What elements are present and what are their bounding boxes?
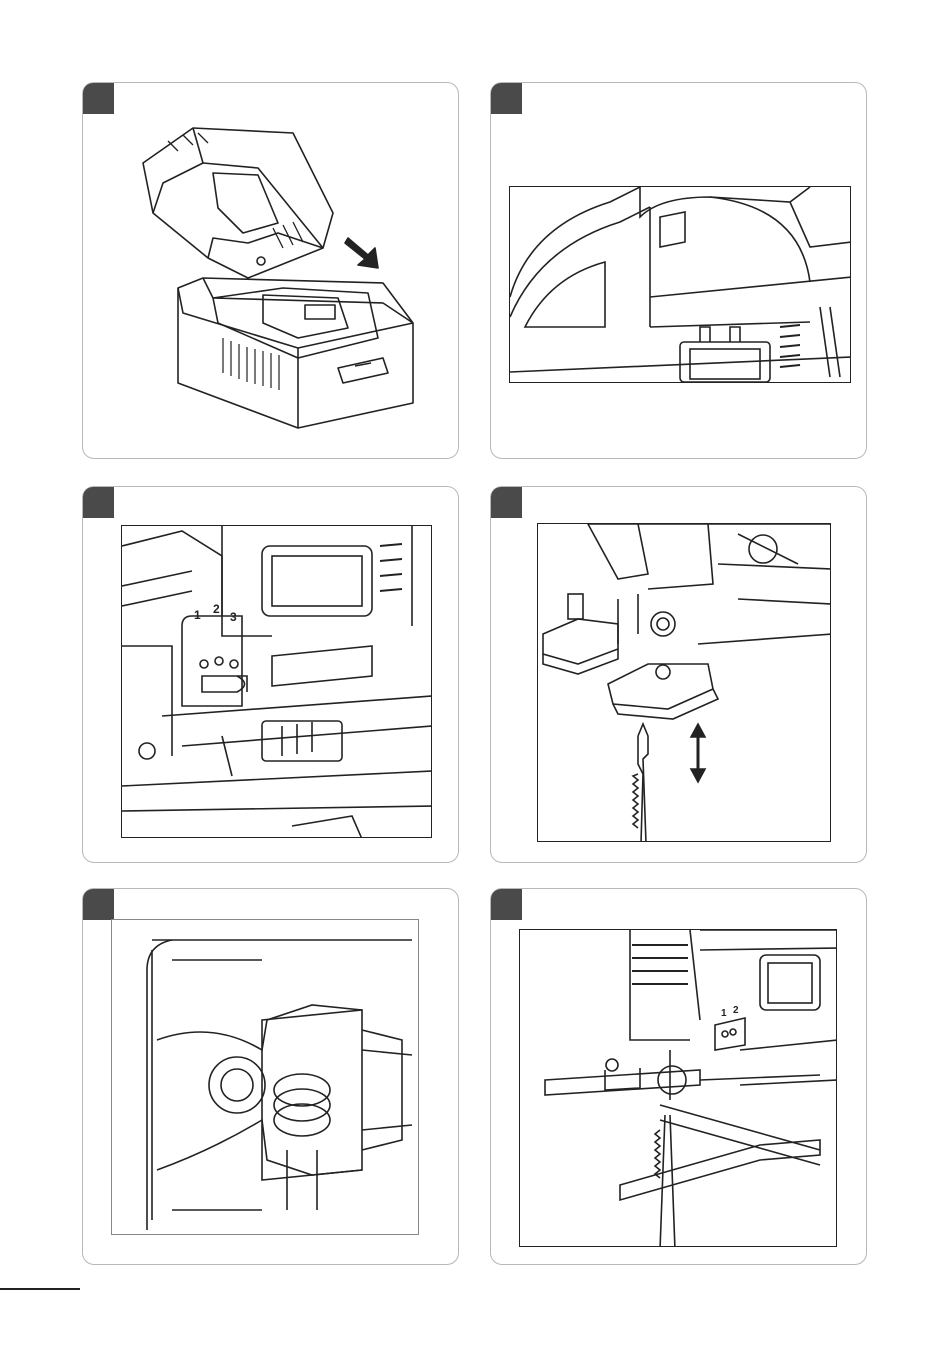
dial-label-6-1: 1 — [721, 1008, 727, 1019]
step-badge-5 — [83, 889, 114, 920]
figure-panel-3: 1 2 3 — [82, 486, 459, 863]
step-badge-4 — [491, 487, 522, 518]
dial-label-1: 1 — [194, 608, 201, 622]
step-badge-2 — [491, 83, 522, 114]
step-badge-6 — [491, 889, 522, 920]
dial-label-2: 2 — [213, 602, 220, 616]
dial-label-3: 3 — [230, 610, 237, 624]
figure-panel-4 — [490, 486, 867, 863]
figure-panel-1 — [82, 82, 459, 459]
figure-frame-2 — [509, 186, 851, 383]
figure-panel-2 — [490, 82, 867, 459]
jigsaw-closeup-illustration — [510, 187, 851, 383]
figure-frame-4 — [537, 523, 831, 842]
parallel-guide-illustration — [520, 930, 837, 1247]
figure-panel-5 — [82, 888, 459, 1265]
footer-rule — [0, 1288, 80, 1290]
orbital-selector-illustration — [122, 526, 432, 838]
figure-frame-3: 1 2 3 — [121, 525, 432, 838]
figure-frame-6: 1 2 — [519, 929, 837, 1247]
blade-installation-illustration — [538, 524, 831, 842]
battery-charger-illustration — [83, 83, 460, 460]
blade-clamp-illustration — [112, 920, 419, 1235]
figure-frame-5 — [111, 919, 419, 1235]
figure-panel-6: 1 2 — [490, 888, 867, 1265]
dial-label-6-2: 2 — [733, 1005, 739, 1016]
step-badge-3 — [83, 487, 114, 518]
